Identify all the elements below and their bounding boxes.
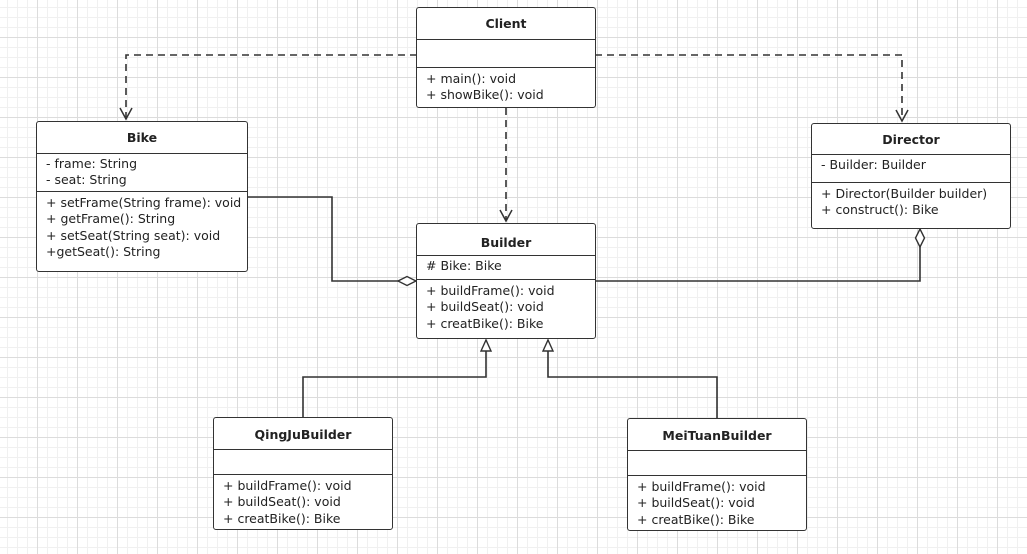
operation: + creatBike(): Bike [426, 315, 544, 331]
operation: + buildFrame(): void [426, 283, 555, 298]
operation-compartment: + buildFrame(): void + buildSeat(): void… [628, 476, 806, 528]
class-builder[interactable]: Builder # Bike: Bike + buildFrame(): voi… [416, 223, 596, 339]
operation-compartment: + buildFrame(): void + buildSeat(): void… [417, 280, 595, 332]
operation: + buildSeat(): void [637, 495, 755, 511]
operation: + Director(Builder builder) [821, 186, 988, 201]
class-qingjubuilder[interactable]: QingJuBuilder + buildFrame(): void + bui… [213, 417, 393, 530]
operation: +getSeat(): String [46, 243, 161, 259]
class-name: MeiTuanBuilder [628, 419, 806, 451]
operation: + main(): void [426, 71, 517, 86]
operation: + construct(): Bike [821, 202, 939, 218]
generalization-qingju-builder [302, 340, 486, 417]
class-meituanbuilder[interactable]: MeiTuanBuilder + buildFrame(): void + bu… [627, 418, 807, 531]
attribute-compartment: - frame: String - seat: String [37, 154, 247, 192]
class-name: Bike [37, 122, 247, 154]
operation: + buildSeat(): void [223, 494, 341, 510]
attribute-compartment [628, 451, 806, 476]
operation: + buildSeat(): void [426, 299, 544, 315]
operation-compartment: + buildFrame(): void + buildSeat(): void… [214, 475, 392, 527]
operation: + setSeat(String seat): void [46, 227, 221, 243]
aggregation-builder-bike [247, 196, 416, 281]
operation: + buildFrame(): void [637, 479, 766, 494]
attribute-compartment [417, 40, 595, 68]
class-director[interactable]: Director - Builder: Builder + Director(B… [811, 123, 1011, 229]
operation-compartment: + setFrame(String frame): void + getFram… [37, 192, 247, 260]
operation: + buildFrame(): void [223, 478, 352, 493]
operation: + creatBike(): Bike [223, 510, 341, 526]
dependency-client-bike [119, 54, 417, 121]
attribute-compartment [214, 450, 392, 475]
operation: + creatBike(): Bike [637, 511, 755, 527]
operation-compartment: + main(): void + showBike(): void [417, 68, 595, 104]
aggregation-director-builder [595, 229, 920, 282]
class-name: QingJuBuilder [214, 418, 392, 450]
dependency-client-director [595, 54, 909, 123]
class-name: Builder [417, 224, 595, 256]
operation-compartment: + Director(Builder builder) + construct(… [812, 183, 1010, 219]
operation: + getFrame(): String [46, 211, 176, 227]
attribute: - Builder: Builder [821, 157, 926, 172]
operation: + setFrame(String frame): void [46, 195, 242, 210]
attribute: - frame: String [46, 156, 138, 171]
attribute: - seat: String [46, 172, 127, 188]
class-bike[interactable]: Bike - frame: String - seat: String + se… [36, 121, 248, 272]
class-name: Director [812, 124, 1010, 155]
class-client[interactable]: Client + main(): void + showBike(): void [416, 7, 596, 108]
generalization-meituan-builder [548, 340, 718, 418]
class-name: Client [417, 8, 595, 40]
attribute-compartment: - Builder: Builder [812, 155, 1010, 183]
attribute: # Bike: Bike [426, 258, 502, 273]
operation: + showBike(): void [426, 87, 544, 103]
attribute-compartment: # Bike: Bike [417, 256, 595, 280]
